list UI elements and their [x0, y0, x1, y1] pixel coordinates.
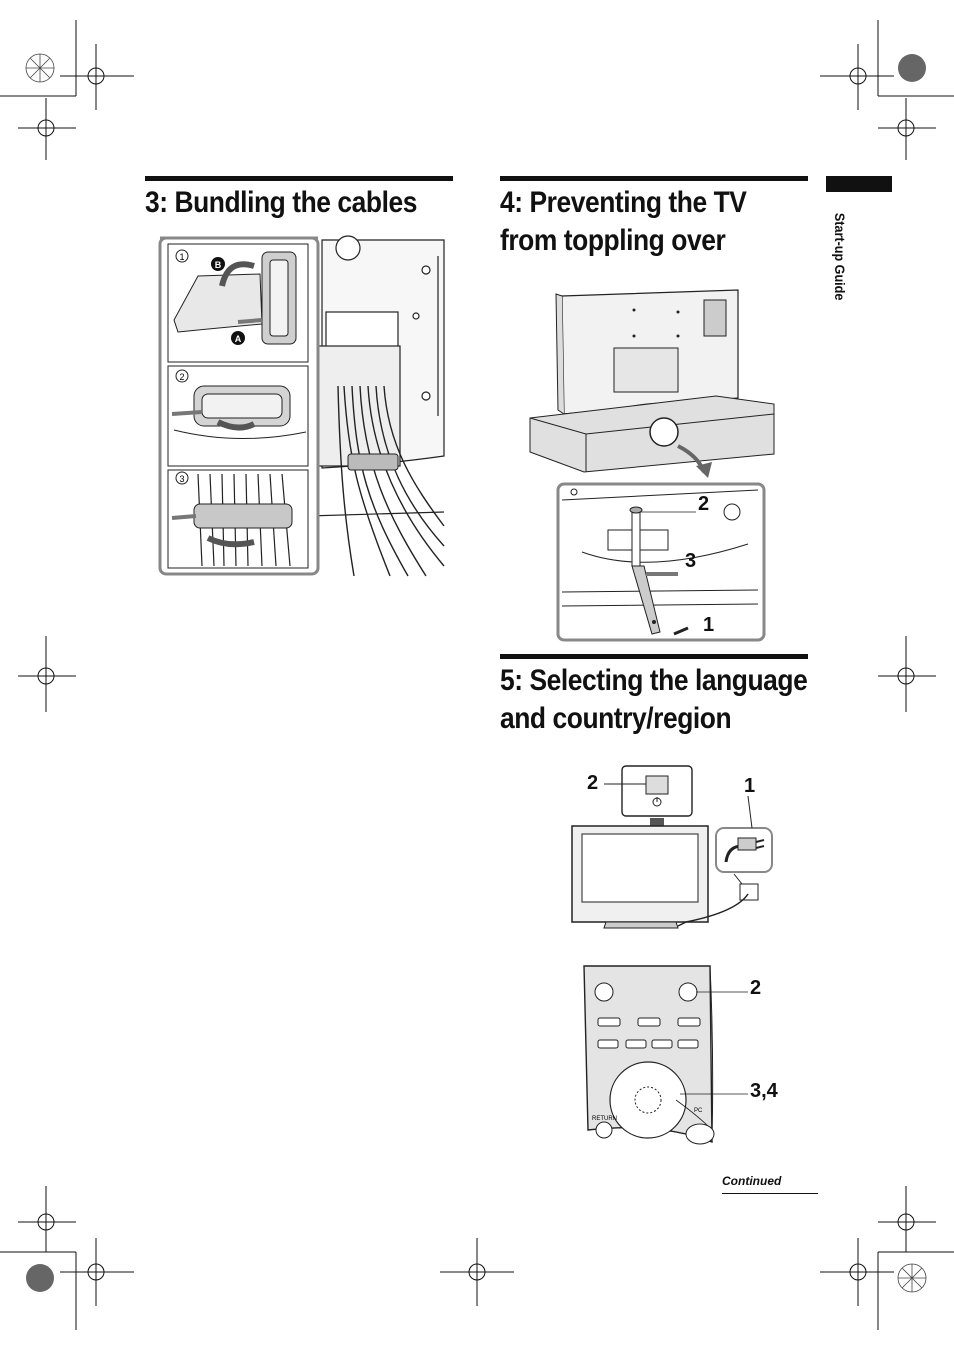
- section4-callout-1: 1: [703, 614, 715, 636]
- section5-heading-line2: and country/region: [500, 702, 732, 735]
- remote-callout-3-4: 3,4: [750, 1080, 778, 1102]
- remote-return-label: RETURN: [592, 1116, 617, 1122]
- section4-callout-2: 2: [698, 493, 710, 515]
- tv-callout-1: 1: [744, 775, 756, 797]
- section4-heading-line1: 4: Preventing the TV: [500, 186, 747, 219]
- step-1-label: 1: [179, 252, 184, 262]
- sidebar-label: Start-up Guide: [832, 212, 848, 301]
- tv-anchoring-illustration: [529, 289, 775, 642]
- section5-rule: [500, 654, 808, 659]
- sidebar-tab: [826, 176, 892, 192]
- section4-callout-3: 3: [685, 550, 697, 572]
- section3-rule: [145, 176, 453, 181]
- tv-power-illustration: [571, 765, 773, 929]
- step-2-label: 2: [179, 372, 184, 382]
- cable-bundling-illustration: 1 2 3 B A: [158, 235, 445, 577]
- step-3-label: 3: [179, 474, 184, 484]
- tv-callout-2: 2: [587, 772, 599, 794]
- remote-pc-label: PC: [694, 1108, 703, 1114]
- section3-heading: 3: Bundling the cables: [145, 186, 417, 219]
- remote-callout-2: 2: [750, 977, 762, 999]
- section4-rule: [500, 176, 808, 181]
- section5-heading-line1: 5: Selecting the language: [500, 664, 808, 697]
- remote-control-illustration: RETURN PC: [583, 965, 748, 1145]
- marker-a: A: [235, 334, 242, 344]
- marker-b: B: [215, 260, 222, 270]
- continued-label: Continued: [722, 1174, 782, 1188]
- continued-rule: [722, 1193, 818, 1194]
- section4-heading-line2: from toppling over: [500, 224, 726, 257]
